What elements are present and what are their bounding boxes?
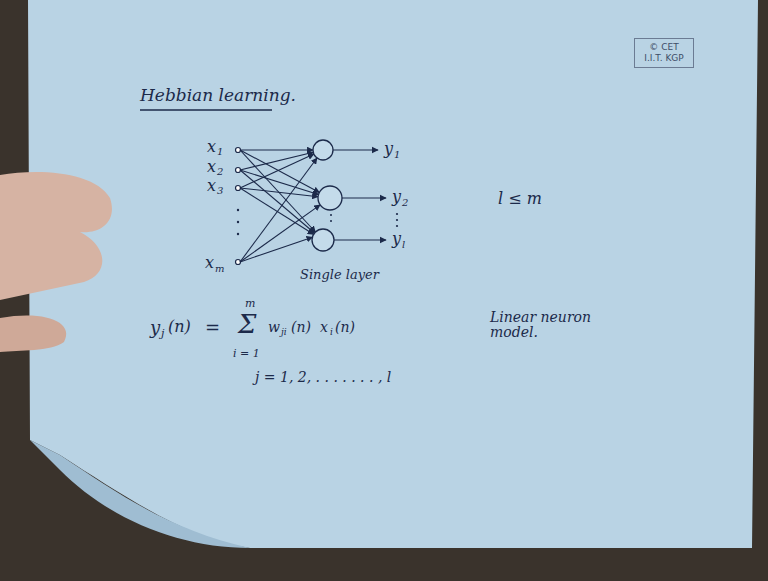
input-index: 1 xyxy=(217,146,223,157)
copyright-stamp: © CET I.I.T. KGP xyxy=(634,38,694,68)
input-index: 3 xyxy=(217,185,223,196)
paper-curl xyxy=(30,440,250,548)
equation-symbol: y xyxy=(150,318,160,338)
input-index: m xyxy=(215,263,224,274)
output-label: y xyxy=(392,230,401,248)
sum-limit: i = 1 xyxy=(233,348,260,360)
output-index: 1 xyxy=(394,149,400,160)
equation-symbol: w xyxy=(268,320,280,335)
output-arrows xyxy=(333,150,386,240)
stamp-text: © CET I.I.T. KGP xyxy=(641,42,687,64)
input-label: x xyxy=(207,177,216,195)
output-label: y xyxy=(384,140,393,158)
equation-arg: (n) xyxy=(168,318,191,336)
sum-sign: Σ xyxy=(238,310,256,339)
output-index: l xyxy=(402,239,405,250)
constraint-note: l ≤ m xyxy=(498,190,542,208)
output-label: y xyxy=(392,188,401,206)
equation-sign: = xyxy=(205,318,220,338)
paper-sheet xyxy=(28,0,758,548)
equation-index: i xyxy=(330,328,333,338)
synapse-lines xyxy=(240,150,320,262)
hand-finger xyxy=(0,315,66,352)
title-underline xyxy=(140,109,272,110)
equation-arg: (n) xyxy=(291,320,311,335)
input-label: x xyxy=(207,138,216,156)
index-range: j = 1, 2, . . . . . . . , l xyxy=(255,370,391,385)
neurons xyxy=(312,140,342,251)
hand xyxy=(0,172,112,300)
input-index: 2 xyxy=(217,166,223,177)
equation-index: j xyxy=(161,328,164,340)
equation-symbol: x xyxy=(320,320,328,335)
sum-limit: m xyxy=(245,298,255,310)
output-index: 2 xyxy=(402,197,408,208)
input-label: x xyxy=(205,254,214,272)
input-dots xyxy=(236,148,241,265)
equation-arg: (n) xyxy=(335,320,355,335)
layer-note: Single layer xyxy=(300,268,379,282)
input-label: x xyxy=(207,158,216,176)
model-note: Linear neuron model. xyxy=(490,310,600,341)
equation-index: ji xyxy=(281,328,287,338)
slide-title: Hebbian learning. xyxy=(140,86,296,105)
